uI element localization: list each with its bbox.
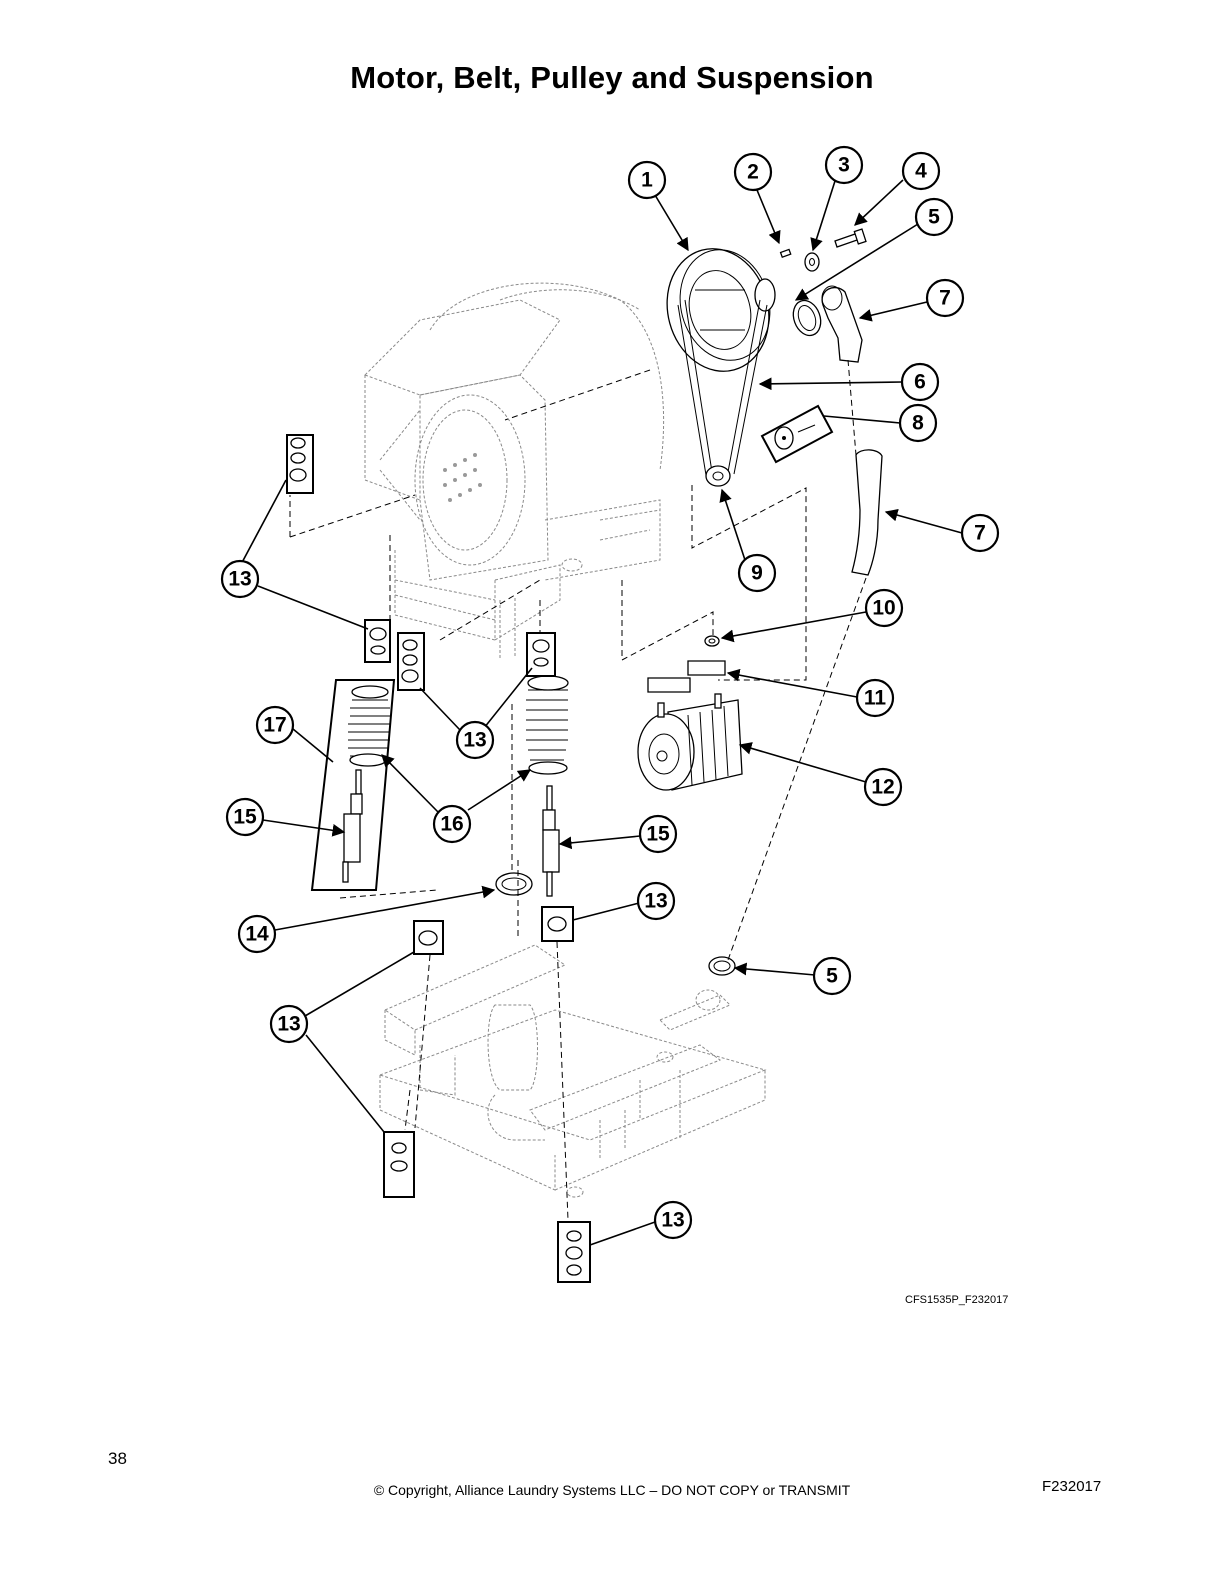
drain-hose: [851, 449, 883, 576]
callout-label: 15: [646, 823, 670, 846]
flat-washer: [804, 252, 820, 272]
coupling-kit: [760, 404, 834, 464]
callout-14: 14: [237, 914, 277, 954]
callout-label: 2: [747, 161, 759, 184]
page-number: 38: [108, 1449, 127, 1468]
drive-belt: [677, 299, 768, 476]
leader-lines: [237, 179, 963, 1246]
callout-15a: 15: [225, 797, 265, 837]
callout-label: 8: [912, 412, 924, 435]
suspension-spring-left: [348, 685, 390, 767]
figure-code: CFS1535P_F232017: [905, 1294, 1009, 1306]
callout-label: 13: [277, 1013, 300, 1036]
callout-12: 12: [863, 767, 903, 807]
callout-10: 10: [864, 588, 904, 628]
callout-label: 5: [928, 206, 940, 229]
callout-13a: 13: [220, 559, 260, 599]
drive-motor: [637, 693, 743, 791]
spring-clamp: [495, 872, 533, 896]
ghost-drum-housing: [364, 282, 665, 660]
alignment-lines: [289, 359, 867, 1221]
callout-2: 2: [733, 152, 773, 192]
callout-label: 13: [661, 1209, 684, 1232]
hex-bolt: [834, 228, 867, 248]
suspension-spring-right: [526, 675, 569, 775]
callout-label: 9: [751, 562, 763, 585]
callout-9: 9: [737, 553, 777, 593]
callout-label: 16: [440, 813, 463, 836]
callout-label: 7: [939, 287, 951, 310]
callout-8: 8: [898, 403, 938, 443]
callout-label: 13: [228, 568, 251, 591]
callout-label: 10: [872, 597, 895, 620]
callout-15b: 15: [638, 814, 678, 854]
callout-13d: 13: [269, 1004, 309, 1044]
callout-label: 7: [974, 522, 986, 545]
ghost-perforations: [443, 453, 482, 502]
callout-4: 4: [901, 151, 941, 191]
hose-clamp-bottom: [708, 956, 736, 976]
pulley-key: [779, 248, 792, 259]
callout-label: 1: [641, 169, 653, 192]
motor-bracket: [647, 660, 726, 693]
isolator-kit-boxes: [286, 434, 591, 1283]
callout-label: 4: [915, 160, 927, 183]
callout-label: 3: [838, 154, 850, 177]
callouts: 1 2 3 4 5 7 6 8 7 9 13 10 11 13 17 12 15…: [220, 145, 1000, 1240]
callout-16: 16: [432, 804, 472, 844]
ghost-base-frame: [378, 944, 767, 1198]
callout-label: 12: [871, 776, 894, 799]
callout-label: 5: [826, 965, 838, 988]
callout-5: 5: [914, 197, 954, 237]
callout-5b: 5: [812, 956, 852, 996]
hex-nut: [704, 635, 720, 647]
hose-clamp-top: [792, 299, 822, 337]
document-id: F232017: [1042, 1478, 1102, 1495]
callout-13c: 13: [636, 881, 676, 921]
callout-label: 15: [233, 806, 257, 829]
callout-11: 11: [855, 678, 895, 718]
callout-13e: 13: [653, 1200, 693, 1240]
copyright-notice: © Copyright, Alliance Laundry Systems LL…: [373, 1482, 851, 1498]
hose-elbow-top: [821, 285, 863, 363]
motor-pulley: [705, 465, 731, 487]
callout-label: 13: [644, 890, 667, 913]
page-title: Motor, Belt, Pulley and Suspension: [350, 60, 874, 95]
callout-17: 17: [255, 705, 295, 745]
shock-absorber-left: [342, 769, 363, 883]
shock-absorber-right: [542, 785, 560, 897]
callout-3: 3: [824, 145, 864, 185]
callout-label: 17: [263, 714, 286, 737]
callout-label: 14: [245, 923, 269, 946]
callout-6: 6: [900, 362, 940, 402]
callout-13b: 13: [455, 720, 495, 760]
callout-1: 1: [627, 160, 667, 200]
drive-pulley: [666, 248, 776, 372]
callout-label: 11: [864, 687, 887, 710]
callout-label: 13: [463, 729, 486, 752]
callout-7b: 7: [960, 513, 1000, 553]
callout-7: 7: [925, 278, 965, 318]
callout-label: 6: [914, 371, 926, 394]
